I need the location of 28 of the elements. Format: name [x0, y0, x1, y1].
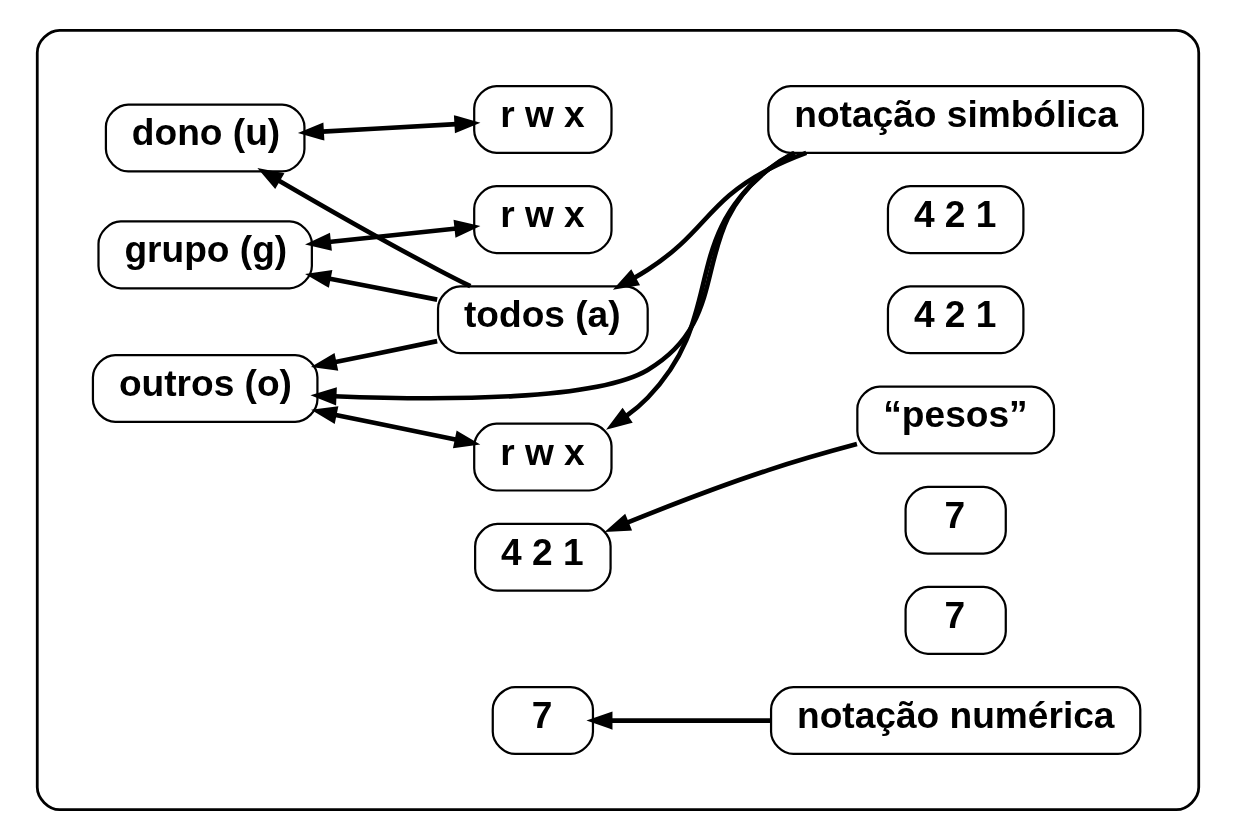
node-box: “pesos” — [855, 385, 1055, 455]
node-box: 4 2 1 — [886, 285, 1024, 355]
node-box: 7 — [491, 686, 594, 756]
arrow — [310, 338, 438, 371]
arrow — [309, 151, 796, 406]
node-box: notação numérica — [769, 686, 1141, 756]
arrow — [304, 269, 438, 302]
node-box: r w x — [472, 185, 613, 255]
arrow — [256, 167, 471, 289]
node-box: 4 2 1 — [473, 522, 612, 592]
node-box: todos (a) — [436, 285, 649, 355]
arrow — [297, 115, 480, 141]
node-box: 7 — [903, 585, 1007, 655]
node-box: r w x — [472, 84, 613, 154]
arrow — [585, 711, 771, 730]
arrow — [310, 406, 480, 449]
node-box: grupo (g) — [96, 220, 313, 290]
arrow — [612, 150, 807, 290]
cluster — [35, 29, 1200, 811]
arrow — [604, 441, 858, 532]
node-box: outros (o) — [91, 353, 319, 423]
arrow — [605, 150, 795, 430]
node-box: dono (u) — [104, 103, 306, 173]
node-box: r w x — [472, 422, 613, 492]
arrow — [304, 219, 480, 251]
node-box: notação simbólica — [766, 84, 1144, 154]
node-box: 7 — [903, 485, 1007, 555]
node-box: 4 2 1 — [886, 185, 1024, 255]
